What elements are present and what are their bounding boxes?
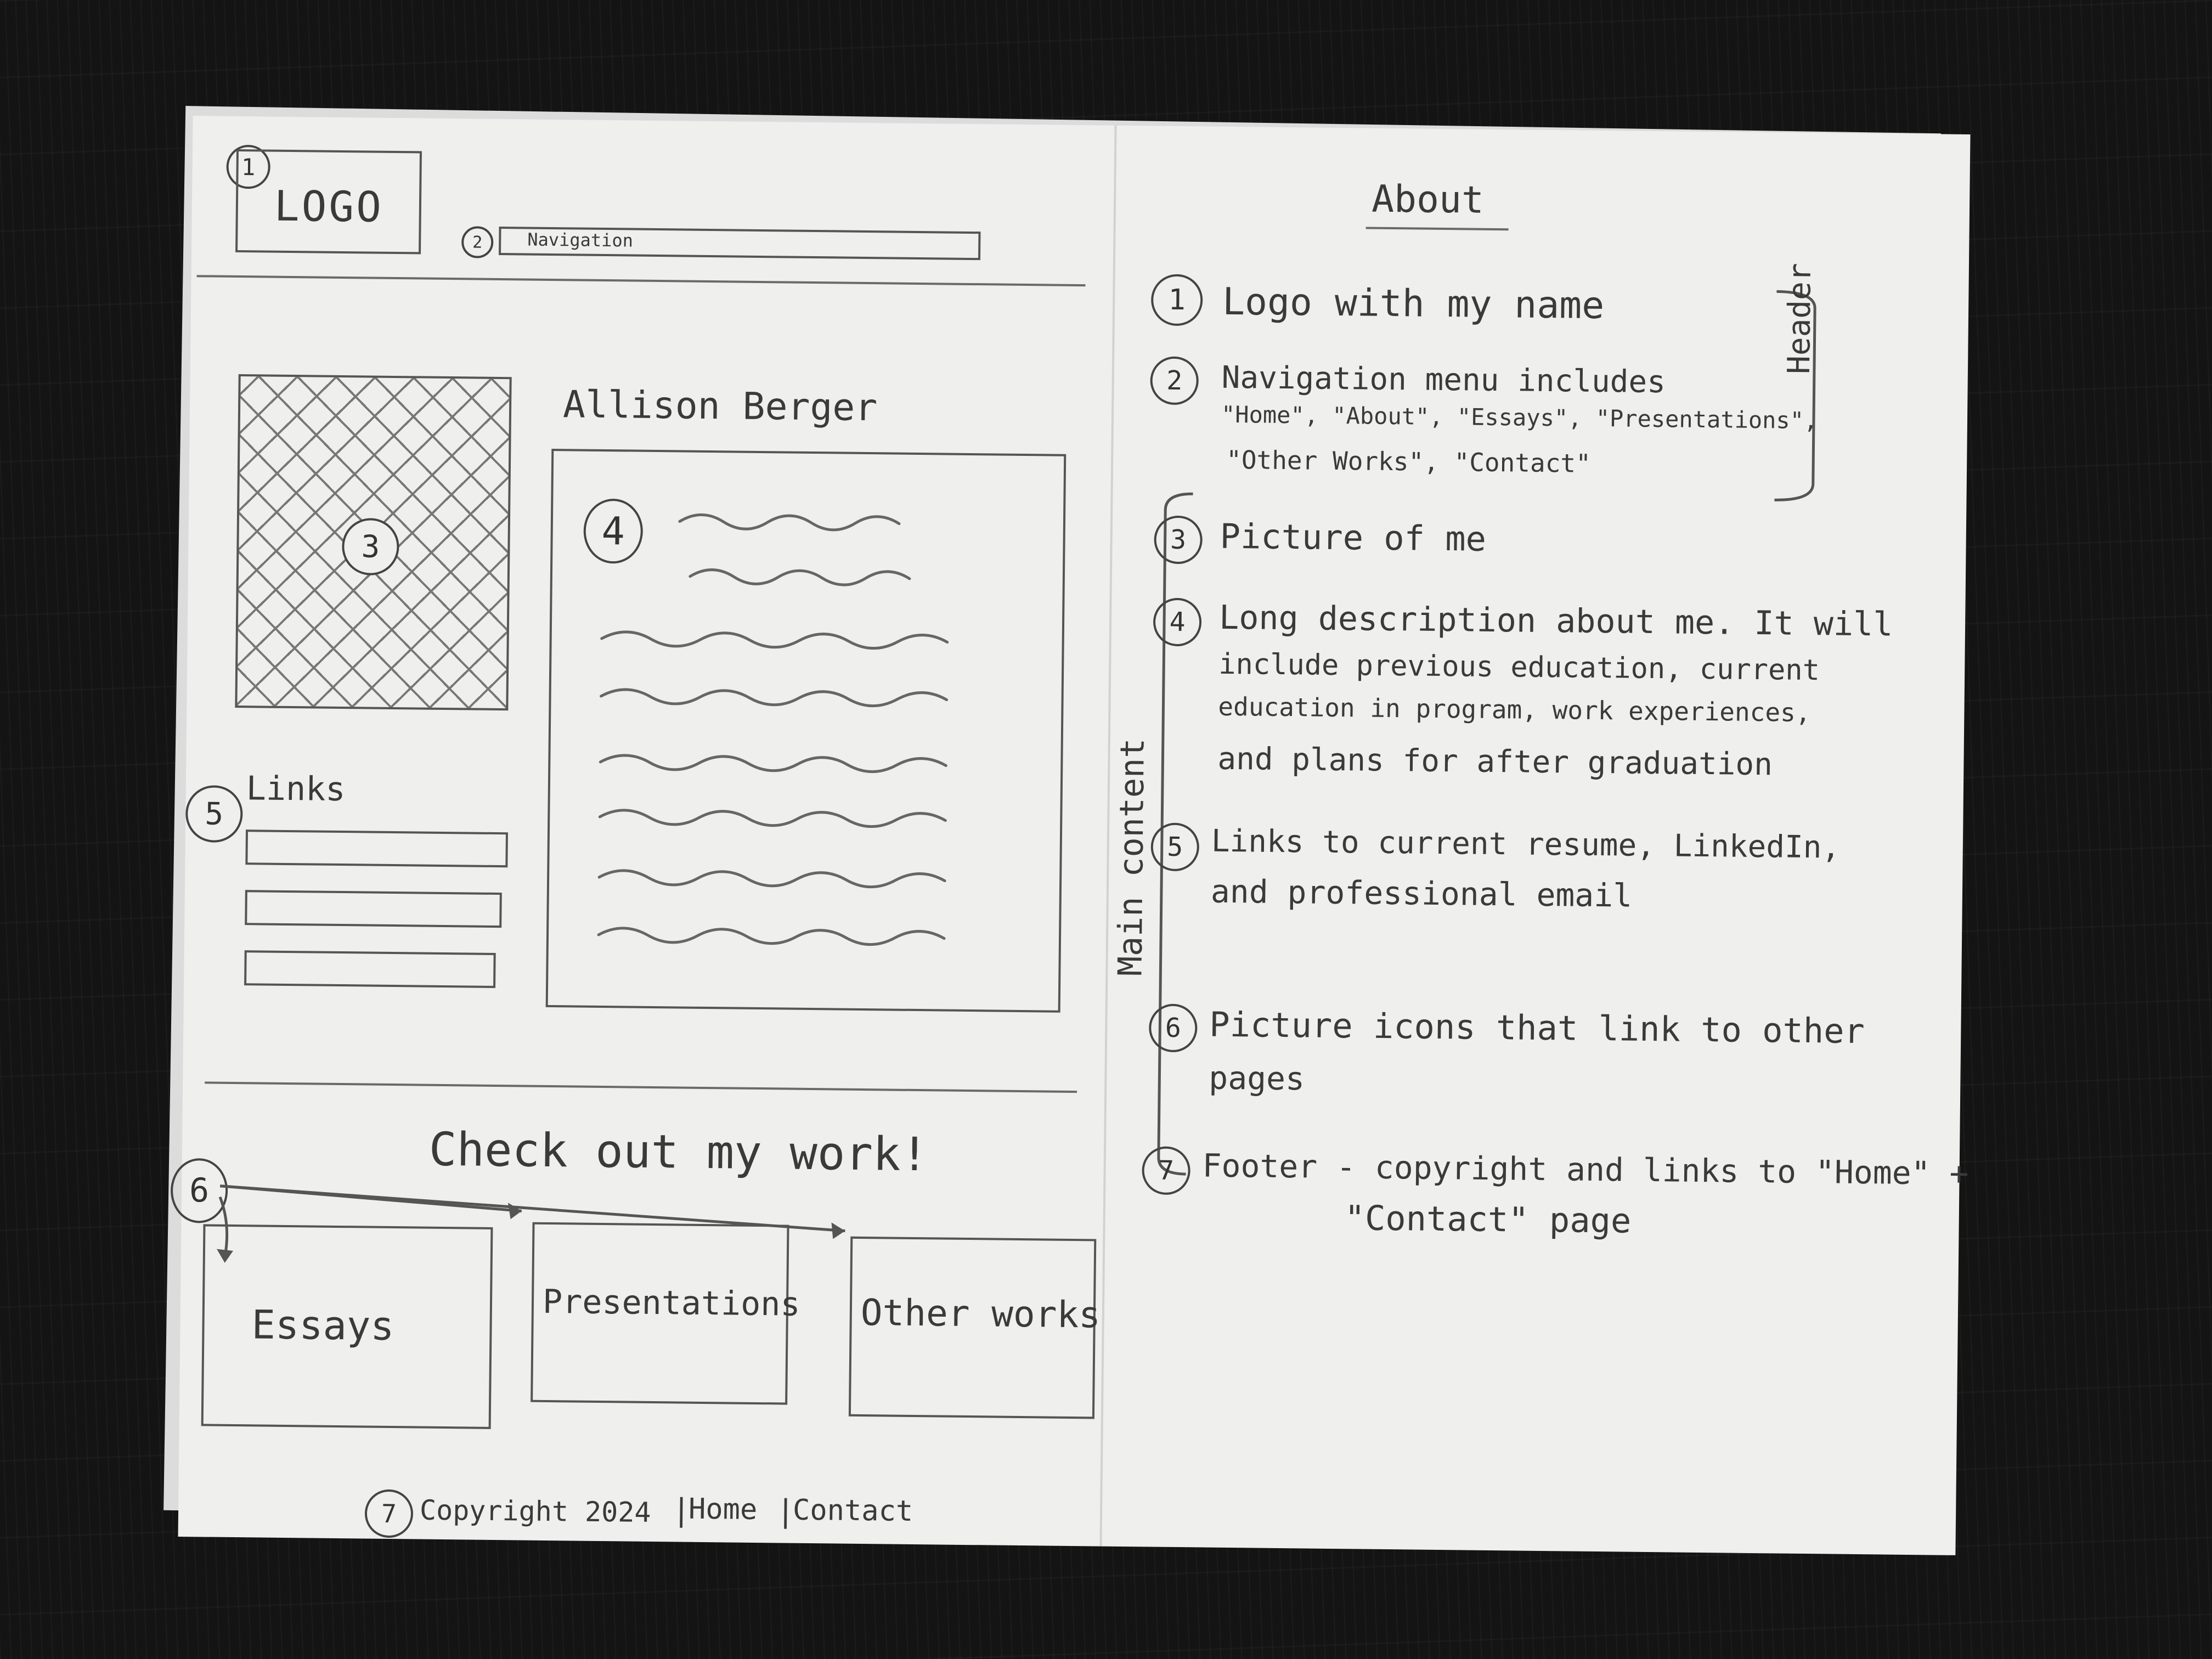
note-7-line-1: Footer - copyright and links to "Home" + — [1202, 1147, 1969, 1193]
work-section-heading: Check out my work! — [428, 1122, 929, 1182]
note-5-line-1: Links to current resume, LinkedIn, — [1211, 823, 1841, 866]
link-resume — [245, 830, 509, 868]
note-4-marker: 4 — [1153, 597, 1202, 647]
note-7-marker: 7 — [1142, 1146, 1191, 1195]
link-email — [244, 950, 496, 988]
note-7-line-2: "Contact" page — [1344, 1198, 1632, 1241]
marker-3: 3 — [341, 517, 399, 576]
note-2-line-3: "Other Works", "Contact" — [1226, 444, 1592, 478]
header-bracket-label: Header — [1781, 263, 1818, 375]
note-1-line-1: Logo with my name — [1222, 280, 1605, 328]
footer-contact-link: Contact — [792, 1493, 913, 1528]
note-6-line-2: pages — [1209, 1059, 1305, 1098]
note-6-marker: 6 — [1148, 1003, 1198, 1053]
note-2-line-1: Navigation menu includes — [1221, 359, 1666, 400]
essays-card-label: Essays — [251, 1301, 395, 1350]
other-works-card-label: Other works — [860, 1291, 1101, 1336]
main-content-bracket-label: Main content — [1111, 738, 1152, 977]
annotation-notes: About Header Main content 1 Logo with my… — [193, 116, 1971, 1241]
note-4-line-1: Long description about me. It will — [1218, 598, 1893, 644]
logo-label: LOGO — [274, 181, 384, 232]
marker-2: 2 — [461, 226, 494, 258]
presentations-card-label: Presentations — [542, 1282, 800, 1324]
sketch-paper: 1 LOGO 2 Navigation 3 Allison Berger 4 — [170, 116, 1971, 1555]
note-2-line-2: "Home", "About", "Essays", "Presentation… — [1221, 400, 1818, 435]
footer-copyright: Copyright 2024 — [419, 1494, 651, 1528]
header-divider — [196, 275, 1086, 287]
wireframe: 1 LOGO 2 Navigation 3 Allison Berger 4 — [170, 116, 1971, 1538]
main-divider — [205, 1081, 1077, 1093]
note-2-marker: 2 — [1150, 356, 1199, 405]
note-4-line-4: and plans for after graduation — [1217, 741, 1773, 783]
notes-title-underline — [1365, 227, 1509, 231]
header-bracket — [1774, 290, 1816, 501]
note-3-line-1: Picture of me — [1220, 516, 1487, 559]
note-5-marker: 5 — [1150, 822, 1200, 872]
footer-home-link: Home — [688, 1492, 758, 1527]
marker-5: 5 — [185, 785, 243, 843]
marker-7: 7 — [364, 1489, 414, 1538]
note-6-line-1: Picture icons that link to other — [1209, 1004, 1865, 1052]
note-5-line-2: and professional email — [1210, 872, 1633, 915]
links-heading: Links — [246, 769, 346, 809]
note-1-marker: 1 — [1150, 274, 1203, 326]
main-content-bracket — [1157, 492, 1193, 1176]
notes-title: About — [1371, 177, 1485, 222]
note-4-line-2: include previous education, current — [1218, 647, 1820, 687]
note-3-marker: 3 — [1154, 515, 1203, 565]
profile-name: Allison Berger — [562, 383, 878, 430]
marker-6-arrows — [217, 1184, 845, 1263]
navigation-label: Navigation — [527, 229, 634, 251]
description-text-lines — [597, 513, 949, 946]
note-4-line-3: education in program, work experiences, — [1218, 691, 1811, 728]
link-linkedin — [245, 890, 502, 928]
